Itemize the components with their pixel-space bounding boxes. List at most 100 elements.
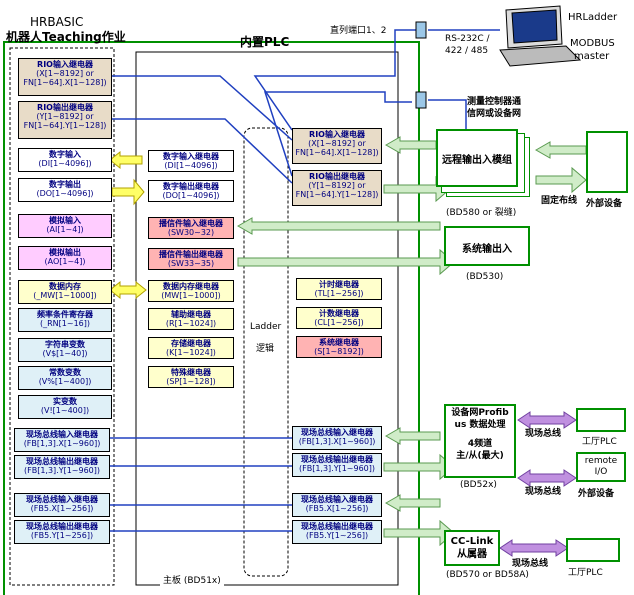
left-relay-box-15-range-1: (FB5.Y[1~256]) bbox=[30, 531, 94, 541]
rs-label-1: RS-232C / bbox=[445, 34, 490, 44]
cclink-module: CC-Link 从属器 bbox=[444, 530, 500, 566]
left-relay-box-5: 模拟输入(AI[1~4]) bbox=[18, 214, 112, 238]
left-relay-box-2-range-1: (Y[1~8192] or bbox=[36, 112, 94, 122]
left-relay-box-8-title: 频率条件寄存器 bbox=[37, 310, 93, 319]
modbus-label-1: MODBUS bbox=[570, 38, 615, 49]
wire-rio-in-left bbox=[110, 75, 293, 141]
ladder-frame bbox=[243, 127, 289, 577]
left-relay-box-2-range-2: FN[1~64].Y[1~128]) bbox=[23, 121, 107, 131]
left-relay-box-7-title: 数据内存 bbox=[49, 282, 81, 291]
wire-measure bbox=[263, 91, 412, 177]
hrladder-label: HRLadder bbox=[568, 12, 618, 23]
system-io-caption: (BD530) bbox=[466, 272, 504, 282]
remote-io-module: 远程输出入模组 bbox=[436, 129, 518, 187]
plc-right-relay-box-9-range-1: (FB5.Y[1~256]) bbox=[305, 531, 369, 541]
profibus-line-3: 4频道 bbox=[467, 439, 493, 450]
plc-mid-relay-box-2-title: 数字输出继电器 bbox=[163, 182, 219, 191]
plc-right-relay-box-2-range-2: FN[1~64].Y[1~128]) bbox=[295, 190, 379, 200]
plc-right-relay-box-8-title: 现场总线输入继电器 bbox=[301, 495, 373, 504]
left-relay-box-1-range-2: FN[1~64].X[1~128]) bbox=[23, 78, 107, 88]
plc-right-relay-box-2-title: RIO输出继电器 bbox=[309, 172, 365, 181]
plc-mid-relay-box-1-title: 数字输入继电器 bbox=[163, 152, 219, 161]
left-relay-box-5-range-1: (AI[1~4]) bbox=[46, 225, 84, 235]
left-relay-box-12-title: 现场总线输入继电器 bbox=[26, 430, 98, 439]
profibus-line-1: 设备网Profib bbox=[451, 408, 509, 418]
left-relay-box-1-title: RIO输入继电器 bbox=[37, 60, 93, 69]
plc-device-box-2 bbox=[566, 538, 620, 562]
plc-right-relay-box-5-range-1: (S[1~8192]) bbox=[314, 347, 364, 357]
left-relay-box-10-title: 常数变数 bbox=[49, 368, 81, 377]
plc-mid-relay-box-7: 存储继电器(K[1~1024]) bbox=[148, 337, 234, 359]
ladder-label: Ladder bbox=[250, 322, 282, 332]
profibus-caption: (BD52x) bbox=[460, 480, 497, 490]
left-relay-box-9-title: 字符串变数 bbox=[45, 340, 85, 349]
plc-mid-relay-box-6-title: 辅助继电器 bbox=[171, 310, 211, 319]
profibus-external-label: 外部设备 bbox=[578, 489, 615, 499]
plc-mid-relay-box-2: 数字输出继电器(DO[1~4096]) bbox=[148, 180, 234, 202]
left-relay-box-3-title: 数字输入 bbox=[49, 150, 81, 159]
plc-mid-relay-box-7-title: 存储继电器 bbox=[171, 339, 211, 348]
system-io-label: 系统输出入 bbox=[462, 244, 512, 255]
remote-io-caption: (BD580 or 裂缝) bbox=[446, 208, 517, 218]
left-relay-box-2-title: RIO输出继电器 bbox=[37, 103, 93, 112]
plc-mid-relay-box-4-title: 播信件输出继电器 bbox=[159, 250, 223, 259]
ladder-logic-label: 逻辑 bbox=[256, 344, 275, 354]
left-relay-box-9-range-1: (V$[1~40]) bbox=[42, 349, 88, 359]
left-relay-box-4-title: 数字输出 bbox=[49, 180, 81, 189]
plc-right-relay-box-6-range-1: (FB[1,3].X[1~960]) bbox=[298, 437, 376, 447]
plc-mid-relay-box-4: 播信件输出继电器(SW33~35) bbox=[148, 248, 234, 270]
plc-right-relay-box-6: 现场总线输入继电器(FB[1,3].X[1~960]) bbox=[292, 426, 382, 450]
plc-right-relay-box-2-range-1: (Y[1~8192] or bbox=[308, 181, 366, 191]
left-relay-box-13-range-1: (FB[1,3].Y[1~960]) bbox=[23, 466, 101, 476]
left-relay-box-8: 频率条件寄存器(_RN[1~16]) bbox=[18, 308, 112, 332]
left-relay-box-6-range-1: (AO[1~4]) bbox=[44, 257, 86, 267]
external-device-label: 外部设备 bbox=[586, 199, 623, 209]
plc-right-relay-box-3-range-1: (TL[1~256]) bbox=[314, 289, 364, 299]
left-relay-box-12-range-1: (FB[1,3].X[1~960]) bbox=[23, 439, 101, 449]
profibus-line-4: 主/从(最大) bbox=[456, 451, 504, 462]
wire-rio-out-left bbox=[110, 118, 293, 184]
plc-mid-relay-box-8-range-1: (SP[1~128]) bbox=[166, 377, 216, 387]
left-relay-box-6-title: 模拟输出 bbox=[49, 248, 81, 257]
plc-right-relay-box-4-title: 计数继电器 bbox=[319, 309, 359, 318]
left-relay-box-14: 现场总线输入继电器(FB5.X[1~256]) bbox=[14, 493, 110, 517]
plc-mid-relay-box-4-range-1: (SW33~35) bbox=[167, 259, 215, 269]
plc-right-relay-box-4-range-1: (CL[1~256]) bbox=[314, 318, 364, 328]
profibus-bus-label-2: 现场总线 bbox=[525, 487, 562, 497]
plc-right-relay-box-3-title: 计时继电器 bbox=[319, 280, 359, 289]
left-relay-box-4-range-1: (DO[1~4096]) bbox=[36, 189, 94, 199]
plc-mid-relay-box-5-title: 数据内存继电器 bbox=[163, 282, 219, 291]
fixed-wiring-label: 固定布线 bbox=[541, 196, 578, 206]
left-relay-box-10-range-1: (V%[1~400]) bbox=[38, 377, 92, 387]
plc-mid-relay-box-5: 数据内存继电器(MW[1~1000]) bbox=[148, 280, 234, 302]
left-relay-box-5-title: 模拟输入 bbox=[49, 216, 81, 225]
rs-label-2: 422 / 485 bbox=[445, 46, 489, 56]
plc-mid-relay-box-3-range-1: (SW30~32) bbox=[167, 228, 215, 238]
plc-right-relay-box-5: 系统继电器(S[1~8192]) bbox=[296, 336, 382, 358]
hrbasic-subtitle: 机器人Teaching作业 bbox=[6, 30, 126, 44]
plc-right-relay-box-7-title: 现场总线输出继电器 bbox=[301, 455, 373, 464]
remote-io-label: 远程输出入模组 bbox=[442, 155, 512, 166]
plc-mid-relay-box-1-range-1: (DI[1~4096]) bbox=[164, 161, 218, 171]
left-relay-box-13: 现场总线输出继电器(FB[1,3].Y[1~960]) bbox=[14, 455, 110, 479]
modbus-label-2: master bbox=[574, 51, 610, 62]
plc-mid-relay-box-7-range-1: (K[1~1024]) bbox=[166, 348, 216, 358]
plc-right-relay-box-3: 计时继电器(TL[1~256]) bbox=[296, 278, 382, 300]
plc-right-relay-box-4: 计数继电器(CL[1~256]) bbox=[296, 307, 382, 329]
left-relay-box-1-range-1: (X[1~8192] or bbox=[36, 69, 94, 79]
plc-frame bbox=[135, 51, 399, 586]
left-relay-box-15-title: 现场总线输出继电器 bbox=[26, 522, 98, 531]
left-relay-box-7-range-1: (_MW[1~1000]) bbox=[33, 291, 97, 301]
serial-port-2 bbox=[415, 91, 427, 109]
plc-right-relay-box-8: 现场总线输入继电器(FB5.X[1~256]) bbox=[292, 493, 382, 517]
plc-mid-relay-box-1: 数字输入继电器(DI[1~4096]) bbox=[148, 150, 234, 172]
left-relay-box-11: 实变数(V![1~400]) bbox=[18, 395, 112, 419]
plc-device-box-1 bbox=[576, 408, 626, 432]
system-io-module: 系统输出入 bbox=[444, 226, 530, 266]
wire-net bbox=[428, 99, 467, 130]
